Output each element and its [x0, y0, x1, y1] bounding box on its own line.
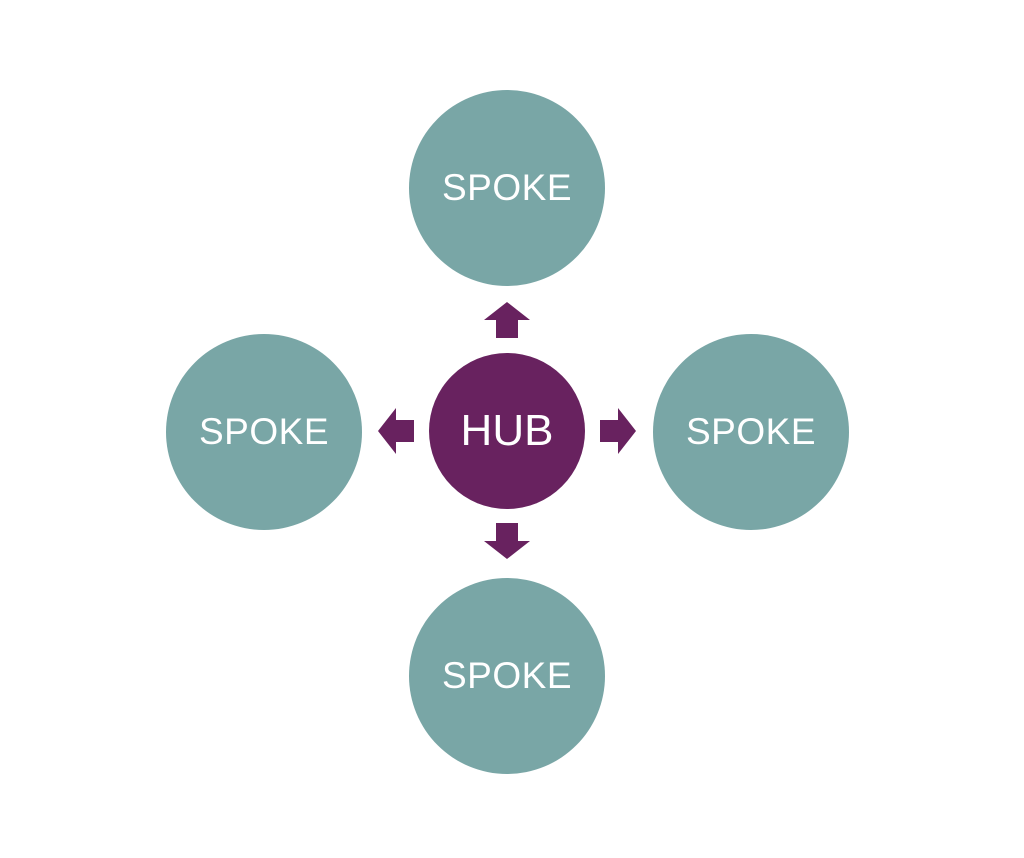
spoke-left-circle: SPOKE: [166, 334, 362, 530]
spoke-bottom-circle: SPOKE: [409, 578, 605, 774]
arrow-right-icon: [600, 408, 636, 454]
arrow-up-icon: [484, 302, 530, 338]
hub-label: HUB: [460, 406, 554, 455]
hub-circle: HUB: [429, 353, 585, 509]
spoke-right-label: SPOKE: [686, 411, 816, 452]
spoke-bottom-label: SPOKE: [442, 655, 572, 696]
spoke-top-label: SPOKE: [442, 167, 572, 208]
spoke-left-label: SPOKE: [199, 411, 329, 452]
spoke-right-circle: SPOKE: [653, 334, 849, 530]
arrow-left-icon: [378, 408, 414, 454]
arrow-down-icon: [484, 523, 530, 559]
spoke-top-circle: SPOKE: [409, 90, 605, 286]
